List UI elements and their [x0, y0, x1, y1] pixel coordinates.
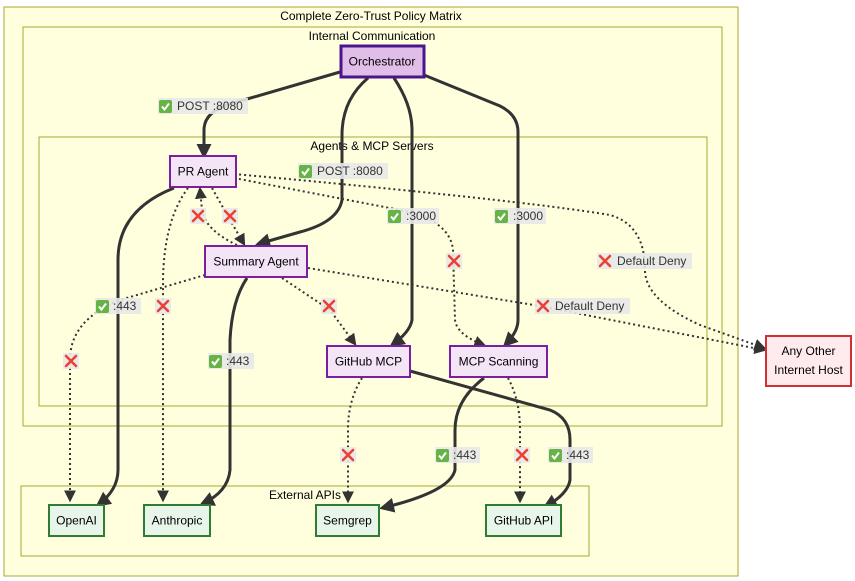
- svg-text:Orchestrator: Orchestrator: [349, 55, 416, 69]
- label-scanning-semgrep-443: :443: [435, 447, 480, 463]
- check-icon: [96, 300, 109, 313]
- node-openai[interactable]: OpenAI: [48, 504, 105, 537]
- label-scanning-3000: :3000: [494, 208, 546, 224]
- svg-text::443: :443: [113, 299, 137, 313]
- svg-text:Any Other: Any Other: [781, 344, 835, 358]
- cross-icon: [536, 299, 550, 313]
- label-default-deny-pr: Default Deny: [597, 253, 692, 269]
- check-icon: [495, 210, 508, 223]
- svg-text:Semgrep: Semgrep: [323, 514, 372, 528]
- svg-text:Internet Host: Internet Host: [774, 363, 843, 377]
- edge-summary-to-github-mcp-deny: [281, 277, 357, 346]
- label-deny-pr-to-scanning: [446, 253, 462, 269]
- node-any-other-internet-host[interactable]: Any Other Internet Host: [765, 335, 852, 387]
- svg-text::443: :443: [226, 354, 250, 368]
- svg-text:Anthropic: Anthropic: [152, 514, 203, 528]
- edge-scanning-to-github-api-deny: [507, 377, 526, 504]
- node-github-api[interactable]: GitHub API: [485, 504, 562, 537]
- label-default-deny-summary: Default Deny: [535, 298, 630, 314]
- svg-text::3000: :3000: [406, 209, 436, 223]
- svg-text:GitHub API: GitHub API: [494, 514, 553, 528]
- label-deny-scanning-to-github-api: [514, 447, 530, 463]
- cross-icon: [64, 354, 78, 368]
- label-summary-openai-443: :443: [95, 298, 141, 314]
- cross-icon: [322, 299, 336, 313]
- node-github-mcp[interactable]: GitHub MCP: [326, 345, 411, 378]
- node-mcp-scanning[interactable]: MCP Scanning: [449, 345, 548, 378]
- svg-text::443: :443: [566, 448, 590, 462]
- svg-text:Default Deny: Default Deny: [555, 299, 624, 313]
- cross-icon: [598, 254, 612, 268]
- svg-text:PR Agent: PR Agent: [178, 165, 229, 179]
- cross-icon: [223, 209, 237, 223]
- cross-icon: [515, 448, 529, 462]
- check-icon: [159, 100, 172, 113]
- edge-orchestrator-github-mcp: [389, 77, 414, 347]
- check-icon: [436, 449, 449, 462]
- label-deny-summary-to-pr: [190, 208, 206, 224]
- cluster-title-internal: Internal Communication: [309, 29, 436, 43]
- cluster-title-external: External APIs: [269, 488, 341, 502]
- label-deny-to-openai: [63, 353, 79, 369]
- edge-pr-to-openai-allow: [95, 186, 175, 507]
- svg-text:MCP Scanning: MCP Scanning: [459, 355, 539, 369]
- check-icon: [549, 449, 562, 462]
- edge-github-mcp-to-semgrep-deny: [342, 377, 363, 504]
- label-deny-summary-to-github-mcp: [321, 298, 337, 314]
- label-github-api-443: :443: [548, 447, 593, 463]
- edge-github-mcp-to-github-api-allow: [409, 369, 572, 509]
- edge-summary-to-anthropic-allow: [199, 277, 249, 506]
- label-deny-pr-to-summary: [222, 208, 238, 224]
- svg-text:POST :8080: POST :8080: [317, 164, 383, 178]
- node-anthropic[interactable]: Anthropic: [143, 504, 211, 537]
- svg-text::443: :443: [453, 448, 477, 462]
- label-summary-post-8080: POST :8080: [298, 163, 388, 179]
- svg-text:GitHub MCP: GitHub MCP: [335, 355, 402, 369]
- cross-icon: [191, 209, 205, 223]
- label-github-mcp-3000: :3000: [387, 208, 439, 224]
- edge-pr-to-internet-deny: [233, 173, 767, 351]
- node-summary-agent[interactable]: Summary Agent: [204, 245, 308, 278]
- cross-icon: [156, 299, 170, 313]
- label-deny-pr-to-anthropic: [155, 298, 171, 314]
- cluster-title-complete: Complete Zero-Trust Policy Matrix: [280, 9, 462, 23]
- svg-text:OpenAI: OpenAI: [56, 514, 97, 528]
- node-semgrep[interactable]: Semgrep: [315, 504, 380, 537]
- node-pr-agent[interactable]: PR Agent: [169, 155, 237, 188]
- label-pr-post-8080: POST :8080: [158, 98, 248, 114]
- svg-text:POST :8080: POST :8080: [177, 99, 243, 113]
- label-summary-anthropic-443: :443: [208, 353, 254, 369]
- node-orchestrator[interactable]: Orchestrator: [339, 44, 426, 79]
- edge-orchestrator-mcp-scanning: [423, 73, 520, 348]
- label-deny-github-mcp-to-semgrep: [340, 447, 356, 463]
- check-icon: [388, 210, 401, 223]
- cluster-title-agents: Agents & MCP Servers: [310, 139, 433, 153]
- check-icon: [209, 355, 222, 368]
- svg-text:Summary Agent: Summary Agent: [213, 255, 299, 269]
- cross-icon: [341, 448, 355, 462]
- cross-icon: [447, 254, 461, 268]
- svg-text:Default Deny: Default Deny: [617, 254, 686, 268]
- check-icon: [299, 165, 312, 178]
- edge-pr-to-scanning-deny: [233, 177, 487, 348]
- svg-text::3000: :3000: [513, 209, 543, 223]
- edge-labels: POST :8080 POST :8080 :3000 :3000: [63, 98, 692, 463]
- edge-scanning-to-semgrep-allow: [379, 376, 485, 513]
